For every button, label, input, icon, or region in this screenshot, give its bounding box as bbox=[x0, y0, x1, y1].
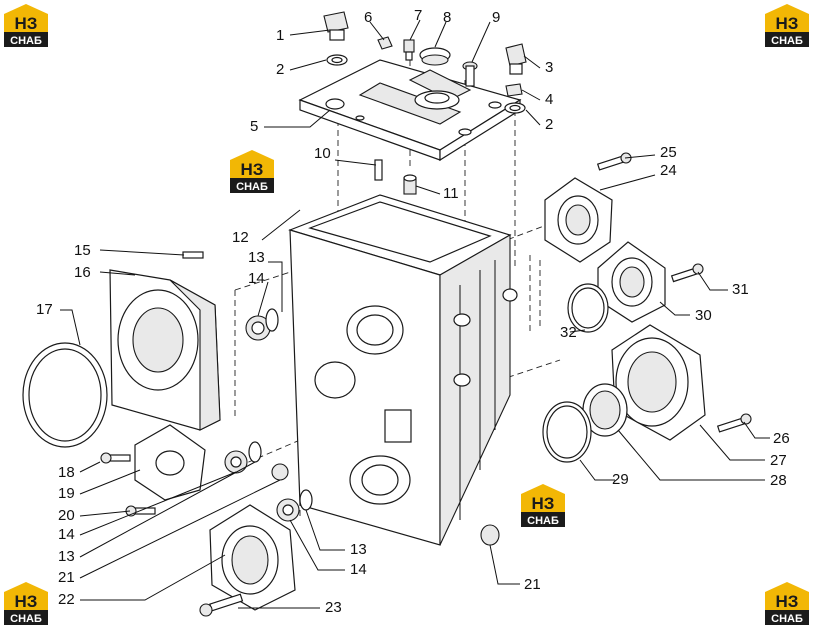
callout-labels: 1 2 2 3 4 5 6 7 8 9 10 11 12 13 13 13 14… bbox=[36, 7, 790, 616]
callout-16: 16 bbox=[74, 264, 91, 281]
callout-2-left: 2 bbox=[276, 61, 284, 78]
callout-30: 30 bbox=[695, 307, 712, 324]
callout-31: 31 bbox=[732, 281, 749, 298]
callout-23: 23 bbox=[325, 599, 342, 616]
seal-ring-part-32 bbox=[567, 283, 609, 333]
logo-bottom-left: НЗ СНАБ bbox=[4, 582, 48, 625]
callout-22: 22 bbox=[58, 591, 75, 608]
logo-mid-left: НЗ СНАБ bbox=[230, 150, 274, 193]
svg-text:НЗ: НЗ bbox=[241, 160, 264, 179]
svg-text:НЗ: НЗ bbox=[15, 14, 38, 33]
leader-lines bbox=[60, 19, 770, 609]
svg-text:СНАБ: СНАБ bbox=[10, 613, 42, 625]
logo-mid-right: НЗ СНАБ bbox=[521, 484, 565, 527]
cover-part-22 bbox=[209, 504, 296, 611]
callout-28: 28 bbox=[770, 472, 787, 489]
washer-part-2-left bbox=[326, 54, 348, 66]
callout-21-left: 21 bbox=[58, 569, 75, 586]
flange-part-19 bbox=[134, 424, 206, 501]
bolt-part-31 bbox=[670, 263, 704, 283]
washer-part-13-low bbox=[299, 489, 313, 511]
callout-14-left: 14 bbox=[248, 270, 265, 287]
nut-part-6 bbox=[377, 36, 393, 50]
seal-ring-part-29 bbox=[542, 401, 592, 463]
callout-19: 19 bbox=[58, 485, 75, 502]
callout-2-right: 2 bbox=[545, 116, 553, 133]
callout-20: 20 bbox=[58, 507, 75, 524]
callout-27: 27 bbox=[770, 452, 787, 469]
callout-29: 29 bbox=[612, 471, 629, 488]
svg-text:СНАБ: СНАБ bbox=[236, 181, 268, 193]
callout-18: 18 bbox=[58, 464, 75, 481]
svg-text:НЗ: НЗ bbox=[776, 592, 799, 611]
pin-part-10 bbox=[374, 159, 383, 181]
pin-part-15 bbox=[182, 251, 204, 259]
flange-part-30 bbox=[597, 241, 666, 323]
plug-part-21-right bbox=[480, 524, 500, 546]
bolt-part-18 bbox=[100, 452, 131, 464]
callout-13-mid: 13 bbox=[58, 548, 75, 565]
washer-part-2-right bbox=[504, 102, 526, 114]
cover-part-27 bbox=[611, 324, 706, 441]
callout-4: 4 bbox=[545, 91, 553, 108]
svg-text:СНАБ: СНАБ bbox=[771, 613, 803, 625]
callout-25: 25 bbox=[660, 144, 677, 161]
callout-11: 11 bbox=[443, 185, 459, 202]
svg-text:СНАБ: СНАБ bbox=[771, 35, 803, 47]
cover-part-16 bbox=[109, 269, 221, 431]
callout-13-left: 13 bbox=[248, 249, 265, 266]
svg-text:СНАБ: СНАБ bbox=[527, 515, 559, 527]
callout-10: 10 bbox=[314, 145, 331, 162]
washer-part-13-mid bbox=[248, 441, 262, 463]
callout-6: 6 bbox=[364, 9, 372, 26]
top-cover-plate bbox=[298, 59, 522, 162]
logo-top-right: НЗ СНАБ bbox=[765, 4, 809, 47]
callout-7: 7 bbox=[414, 7, 422, 24]
logo-top-left: НЗ СНАБ bbox=[4, 4, 48, 47]
callout-15: 15 bbox=[74, 242, 91, 259]
plug-part-1 bbox=[323, 11, 349, 41]
callout-32: 32 bbox=[560, 324, 577, 341]
nut-part-3 bbox=[505, 43, 527, 75]
gearbox-housing bbox=[288, 194, 518, 546]
washer-part-13-left bbox=[265, 308, 279, 332]
svg-text:НЗ: НЗ bbox=[776, 14, 799, 33]
plug-part-21-left bbox=[271, 463, 289, 481]
bushing-part-11 bbox=[403, 174, 417, 195]
seal-ring-part-17 bbox=[22, 342, 108, 448]
cap-part-8 bbox=[419, 47, 451, 66]
callout-14-mid: 14 bbox=[58, 526, 75, 543]
callout-13-low: 13 bbox=[350, 541, 367, 558]
callout-21-right: 21 bbox=[524, 576, 541, 593]
callout-9: 9 bbox=[492, 9, 500, 26]
callout-12: 12 bbox=[232, 229, 249, 246]
plug-part-14-mid bbox=[224, 450, 248, 474]
callout-8: 8 bbox=[443, 9, 451, 26]
callout-5: 5 bbox=[250, 118, 258, 135]
plug-part-14-low bbox=[276, 498, 300, 522]
nut-part-4 bbox=[505, 83, 523, 97]
callout-1: 1 bbox=[276, 27, 284, 44]
svg-text:СНАБ: СНАБ bbox=[10, 35, 42, 47]
bolt-part-9 bbox=[462, 61, 478, 87]
bolt-part-25 bbox=[596, 152, 632, 171]
callout-3: 3 bbox=[545, 59, 553, 76]
callout-26: 26 bbox=[773, 430, 790, 447]
logo-bottom-right: НЗ СНАБ bbox=[765, 582, 809, 625]
bolt-part-23 bbox=[199, 593, 244, 617]
svg-text:НЗ: НЗ bbox=[15, 592, 38, 611]
bolt-part-26 bbox=[716, 413, 752, 433]
callout-17: 17 bbox=[36, 301, 53, 318]
callout-14-low: 14 bbox=[350, 561, 367, 578]
flange-part-24 bbox=[544, 177, 613, 263]
callout-24: 24 bbox=[660, 162, 677, 179]
bearing-part-28 bbox=[582, 383, 628, 437]
svg-text:НЗ: НЗ bbox=[532, 494, 555, 513]
stud-part-7 bbox=[403, 39, 415, 61]
